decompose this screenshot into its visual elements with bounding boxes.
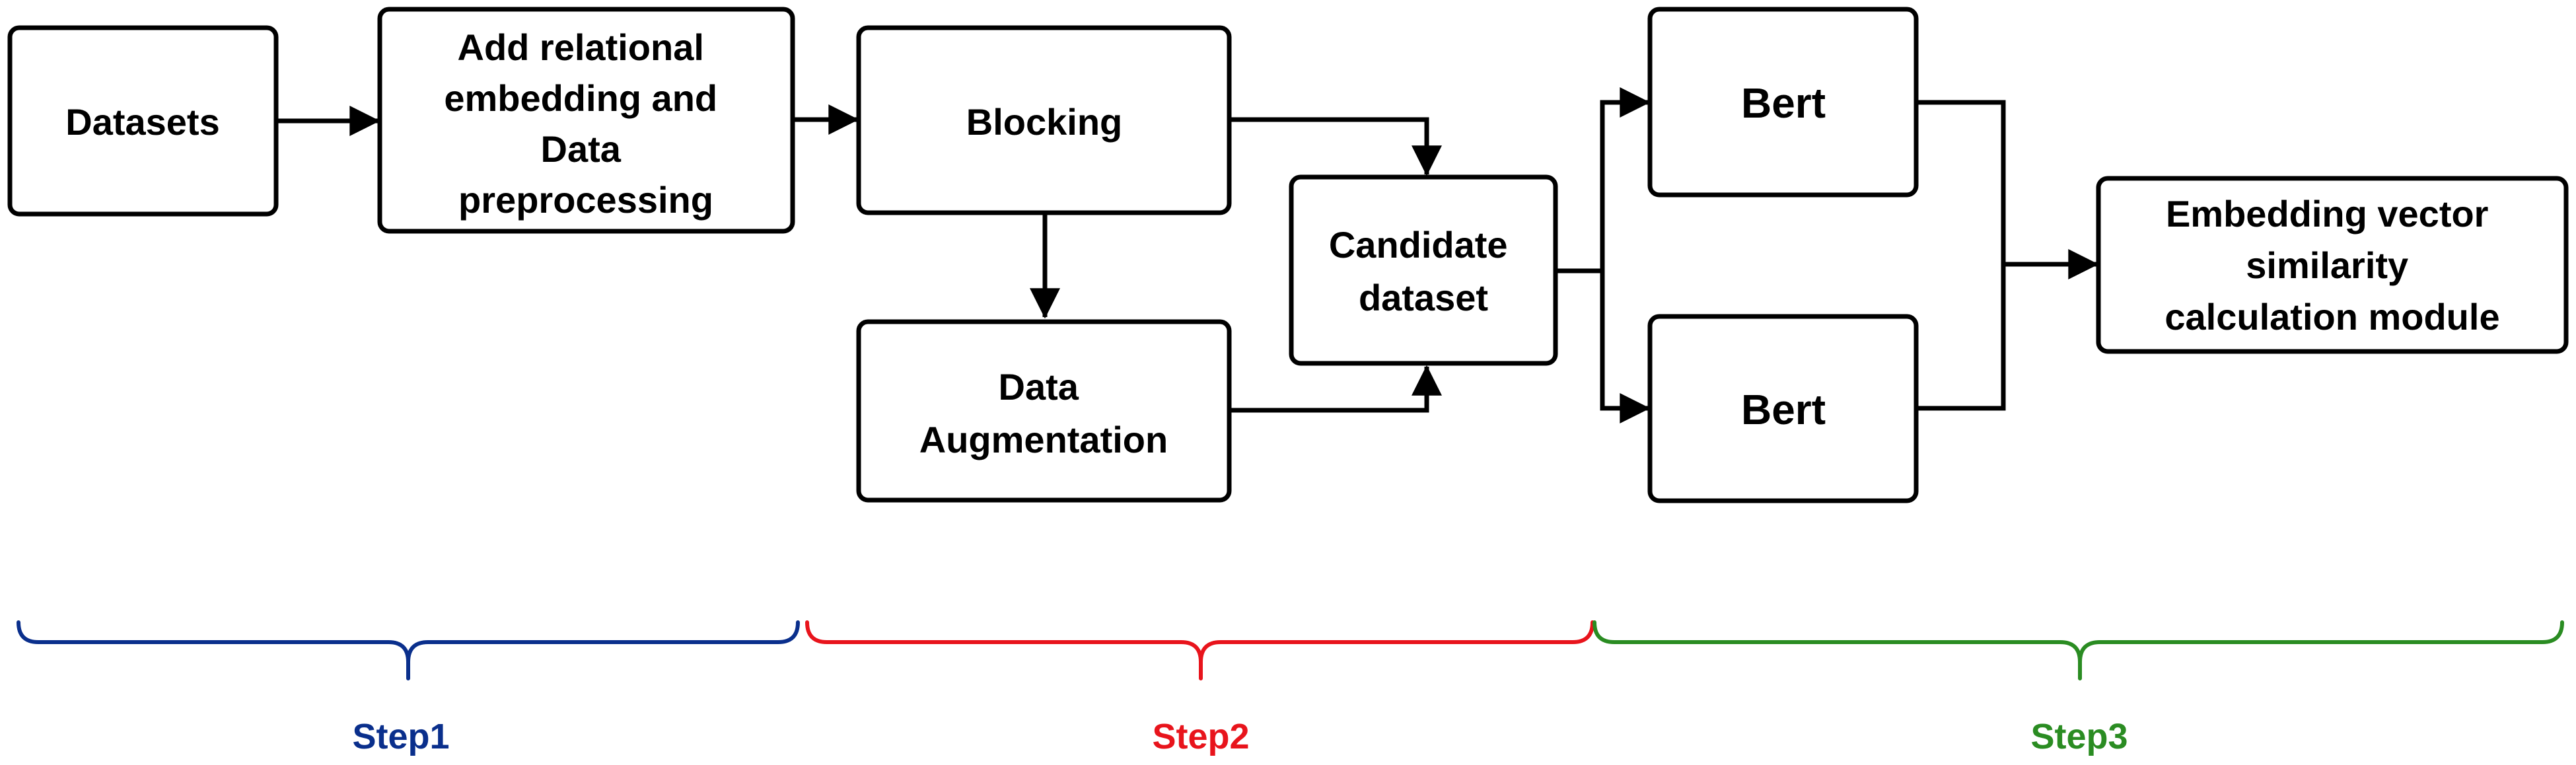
node-preprocess-label: Add relational embedding and Data prepro… bbox=[444, 26, 727, 221]
edge-candidate-to-bert-bottom bbox=[1600, 271, 1651, 423]
node-datasets: Datasets bbox=[7, 25, 279, 217]
node-datasets-label: Datasets bbox=[65, 101, 219, 143]
node-bert-bottom: Bert bbox=[1647, 314, 1919, 503]
node-similarity: Embedding vector similarity calculation … bbox=[2096, 176, 2569, 354]
node-bert-top-label: Bert bbox=[1741, 79, 1826, 127]
node-blocking-label: Blocking bbox=[966, 101, 1122, 143]
step-2-brace bbox=[805, 620, 1594, 680]
node-augmentation-label: Data Augmentation bbox=[919, 366, 1168, 460]
step-2-label: Step2 bbox=[1152, 717, 1249, 756]
node-bert-bottom-label: Bert bbox=[1741, 386, 1826, 433]
step-1-brace bbox=[17, 620, 800, 680]
step-3-group: Step3 bbox=[1592, 620, 2564, 756]
edge-augmentation-to-candidate bbox=[1229, 365, 1442, 413]
connectors bbox=[276, 87, 2099, 423]
edge-candidate-to-bert-top bbox=[1600, 87, 1651, 406]
node-bert-top: Bert bbox=[1647, 7, 1919, 198]
node-augmentation: Data Augmentation bbox=[856, 319, 1232, 503]
step-3-label: Step3 bbox=[2030, 717, 2128, 756]
edge-blocking-to-candidate bbox=[1229, 117, 1442, 176]
node-preprocess: Add relational embedding and Data prepro… bbox=[377, 7, 795, 234]
step-1-group: Step1 bbox=[17, 620, 800, 756]
step-2-group: Step2 bbox=[805, 620, 1594, 756]
node-candidate-label: Candidate dataset bbox=[1329, 224, 1518, 318]
node-candidate: Candidate dataset bbox=[1289, 174, 1558, 366]
step-1-label: Step1 bbox=[352, 717, 449, 756]
edge-berts-to-similarity bbox=[1916, 100, 2006, 411]
step-3-brace bbox=[1592, 620, 2564, 680]
node-similarity-label: Embedding vector similarity calculation … bbox=[2165, 193, 2499, 338]
node-blocking: Blocking bbox=[856, 25, 1232, 215]
